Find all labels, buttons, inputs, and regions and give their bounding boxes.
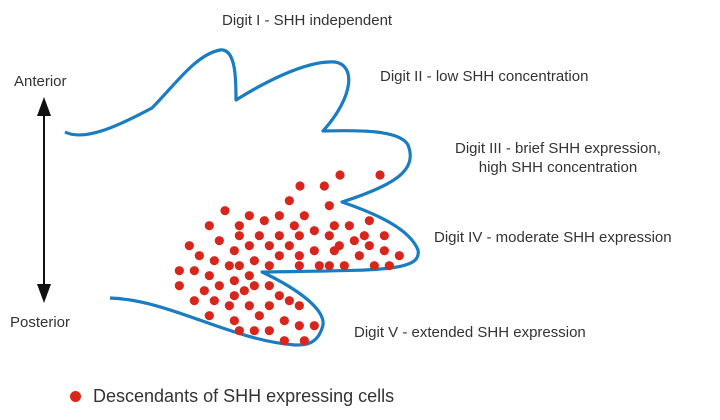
cell-dot — [264, 301, 274, 311]
legend: Descendants of SHH expressing cells — [70, 386, 394, 407]
cell-dot — [239, 286, 249, 296]
cell-dot — [244, 271, 254, 281]
cell-dot — [249, 281, 259, 291]
cell-dot — [264, 241, 274, 251]
cell-dot — [214, 236, 224, 246]
cell-dot — [375, 170, 385, 180]
cell-dot — [299, 211, 309, 221]
cell-dot — [204, 271, 214, 281]
cell-dot — [354, 251, 364, 261]
cell-dot — [294, 301, 304, 311]
cell-dot — [324, 261, 334, 271]
cell-dot — [254, 311, 264, 321]
label-digit-3: Digit III - brief SHH expression, high S… — [455, 139, 661, 177]
cell-dot — [199, 286, 209, 296]
cell-dot — [224, 301, 234, 311]
cell-dot — [244, 301, 254, 311]
label-posterior: Posterior — [10, 314, 71, 331]
cell-dot — [264, 261, 274, 271]
arrow-anterior-posterior — [37, 97, 51, 303]
cell-dot — [264, 326, 274, 336]
cell-dot — [339, 261, 349, 271]
cell-dot — [295, 181, 305, 191]
cell-dot — [294, 261, 304, 271]
cell-dot — [274, 291, 284, 301]
cell-dot — [259, 216, 269, 226]
cell-dot — [244, 211, 254, 221]
label-digit-4: Digit IV - moderate SHH expression — [434, 229, 672, 246]
cell-dot — [274, 211, 284, 221]
cell-dot — [279, 316, 289, 326]
cell-dot — [309, 226, 319, 236]
cell-dot — [324, 231, 334, 241]
cell-dot — [244, 241, 254, 251]
cell-dot — [220, 206, 230, 216]
cell-dot — [294, 251, 304, 261]
cell-dot — [294, 321, 304, 331]
cell-dot — [294, 231, 304, 241]
cell-dot — [264, 281, 274, 291]
cell-dot — [174, 266, 184, 276]
cell-dot — [229, 316, 239, 326]
cell-dot — [209, 256, 219, 266]
label-digit-3-line1: Digit III - brief SHH expression, — [455, 140, 661, 157]
cell-dot — [329, 221, 339, 231]
cell-dot — [299, 336, 309, 346]
cell-dot — [309, 246, 319, 256]
cell-dot — [234, 326, 244, 336]
cell-dot — [189, 296, 199, 306]
cell-dot — [314, 261, 324, 271]
cell-dot — [319, 181, 329, 191]
cell-dot — [209, 296, 219, 306]
cell-dot — [394, 251, 404, 261]
cell-dot — [224, 261, 234, 271]
cell-dot — [194, 251, 204, 261]
cell-dot — [234, 231, 244, 241]
legend-label: Descendants of SHH expressing cells — [93, 386, 395, 406]
cell-dot — [214, 281, 224, 291]
cell-dot — [379, 231, 389, 241]
label-anterior: Anterior — [14, 73, 67, 90]
cell-dot — [274, 251, 284, 261]
cell-dot — [384, 261, 394, 271]
label-digit-3-line2: high SHH concentration — [478, 159, 638, 176]
cell-dot — [234, 261, 244, 271]
label-digit-2: Digit II - low SHH concentration — [380, 68, 589, 85]
cell-dot — [274, 231, 284, 241]
cell-dot — [335, 170, 345, 180]
legend-dot-icon — [70, 391, 81, 402]
cell-dot — [279, 336, 289, 346]
cell-dot — [174, 281, 184, 291]
cell-dot — [349, 236, 359, 246]
cell-dot — [364, 241, 374, 251]
cell-dot — [309, 321, 319, 331]
cell-dot — [229, 276, 239, 286]
cell-dot — [289, 221, 299, 231]
cell-dot — [204, 221, 214, 231]
cell-dot — [234, 221, 244, 231]
cell-dot — [249, 256, 259, 266]
cell-dot — [284, 196, 294, 206]
cell-dot — [379, 246, 389, 256]
cell-dot — [184, 241, 194, 251]
cell-dot — [359, 231, 369, 241]
cell-dot — [284, 241, 294, 251]
cell-dot — [229, 291, 239, 301]
cell-dot — [364, 216, 374, 226]
label-digit-5: Digit V - extended SHH expression — [354, 324, 586, 341]
limb-outline — [64, 48, 420, 347]
cell-dot — [344, 221, 354, 231]
cell-dot — [249, 326, 259, 336]
cell-dot — [189, 266, 199, 276]
shh-descendant-cells — [174, 170, 404, 346]
cell-dot — [329, 246, 339, 256]
cell-dot — [254, 231, 264, 241]
cell-dot — [284, 296, 294, 306]
cell-dot — [324, 201, 334, 211]
cell-dot — [204, 311, 214, 321]
cell-dot — [229, 246, 239, 256]
cell-dot — [369, 261, 379, 271]
label-digit-1: Digit I - SHH independent — [222, 12, 393, 29]
